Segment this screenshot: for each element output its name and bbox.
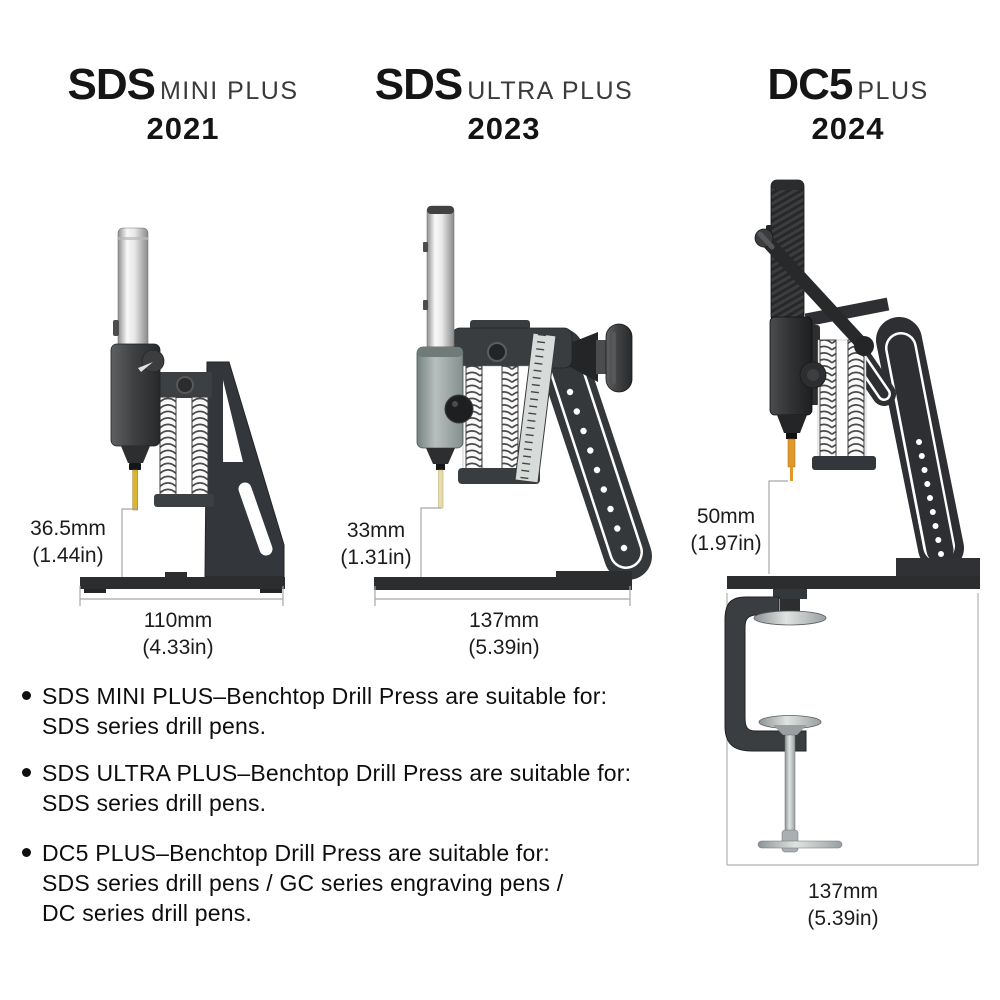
width-mm: 137mm bbox=[807, 880, 879, 903]
drill-bit bbox=[132, 469, 138, 511]
pen-holder bbox=[769, 316, 827, 416]
base-plate bbox=[80, 572, 285, 593]
height-label-dc5: 50mm (1.97in) bbox=[676, 503, 776, 557]
bullet-line: SDS series drill pens. bbox=[42, 713, 267, 739]
height-label-sds-mini: 36.5mm (1.44in) bbox=[18, 515, 118, 569]
height-dimension-line bbox=[121, 508, 137, 577]
depth-scale bbox=[514, 332, 557, 484]
year-sds-mini: 2021 bbox=[146, 111, 220, 146]
bullet-line: SDS MINI PLUS–Benchtop Drill Press are s… bbox=[42, 683, 608, 709]
width-mm: 110mm bbox=[143, 609, 213, 632]
bullet-line: DC series drill pens. bbox=[42, 900, 252, 926]
height-dimension-line bbox=[768, 480, 788, 574]
width-dimension-line bbox=[79, 586, 284, 606]
logo-dc5-main: DC5 bbox=[767, 60, 853, 109]
pen-holder bbox=[110, 343, 165, 447]
sds-ultra-plus-illustration bbox=[374, 205, 652, 606]
width-dimension-line bbox=[374, 586, 631, 606]
width-inch: (5.39in) bbox=[807, 907, 879, 930]
width-mm: 137mm bbox=[468, 609, 540, 632]
width-dimension-line bbox=[726, 593, 979, 866]
year-sds-ultra: 2023 bbox=[467, 111, 541, 146]
drill-pen bbox=[113, 227, 149, 354]
height-mm: 50mm bbox=[696, 505, 756, 528]
base-plate bbox=[727, 558, 980, 589]
stand-arm bbox=[204, 361, 285, 578]
clamp-top-pad bbox=[753, 610, 827, 626]
frame-bar bbox=[804, 297, 890, 327]
drill-bit bbox=[438, 469, 444, 509]
bullet-icon bbox=[22, 848, 31, 857]
logo-sds-ultra-sub: ULTRA PLUS bbox=[467, 77, 634, 105]
height-dimension-line bbox=[420, 507, 441, 577]
width-label-sds-mini: 110mm (4.33in) bbox=[103, 607, 253, 661]
width-label-sds-ultra: 137mm (5.39in) bbox=[429, 607, 579, 661]
mount-bracket bbox=[150, 372, 212, 398]
chuck bbox=[777, 415, 807, 439]
base-plate bbox=[374, 571, 632, 590]
logo-block-sds-ultra-plus: SDS ULTRA PLUS 2023 bbox=[344, 62, 664, 147]
stand-arm bbox=[876, 317, 964, 571]
bullet-icon bbox=[22, 691, 31, 700]
springs bbox=[804, 325, 876, 470]
bullet-sds-ultra: SDS ULTRA PLUS–Benchtop Drill Press are … bbox=[22, 758, 631, 818]
bullet-dc5: DC5 PLUS–Benchtop Drill Press are suitab… bbox=[22, 838, 563, 928]
height-inch: (1.31in) bbox=[340, 546, 412, 569]
springs bbox=[154, 396, 214, 507]
logo-block-sds-mini-plus: SDS MINI PLUS 2021 bbox=[23, 62, 343, 147]
year-dc5: 2024 bbox=[811, 111, 885, 146]
dc5-plus-illustration bbox=[724, 179, 980, 866]
drill-bit bbox=[787, 438, 796, 481]
chuck bbox=[121, 446, 150, 470]
stand-arm bbox=[536, 328, 652, 580]
bullet-line: SDS series drill pens. bbox=[42, 790, 267, 816]
bullet-sds-mini: SDS MINI PLUS–Benchtop Drill Press are s… bbox=[22, 681, 607, 741]
adjustment-knob bbox=[568, 323, 633, 393]
height-mm: 33mm bbox=[346, 519, 406, 542]
width-inch: (4.33in) bbox=[142, 636, 214, 659]
clamp-screw bbox=[784, 734, 796, 836]
height-label-sds-ultra: 33mm (1.31in) bbox=[326, 517, 426, 571]
height-inch: (1.97in) bbox=[690, 532, 762, 555]
lever-handle bbox=[754, 228, 874, 356]
clamp-t-handle bbox=[757, 840, 843, 849]
bullet-icon bbox=[22, 768, 31, 777]
logo-dc5-sub: PLUS bbox=[857, 77, 929, 105]
height-mm: 36.5mm bbox=[30, 517, 106, 540]
arm-holes bbox=[566, 388, 628, 552]
logo-sds-mini-sub: MINI PLUS bbox=[159, 77, 299, 105]
bullet-line: SDS series drill pens / GC series engrav… bbox=[42, 870, 564, 896]
chuck bbox=[426, 448, 455, 470]
pen-holder bbox=[416, 346, 474, 449]
arm-holes bbox=[916, 439, 944, 557]
drill-pen bbox=[423, 205, 455, 352]
logo-sds-mini-main: SDS bbox=[67, 60, 155, 109]
table-clamp bbox=[724, 589, 843, 853]
logo-block-dc5-plus: DC5 PLUS 2024 bbox=[688, 62, 1000, 147]
bullet-line: DC5 PLUS–Benchtop Drill Press are suitab… bbox=[42, 840, 550, 866]
logo-sds-ultra-main: SDS bbox=[374, 60, 463, 109]
sds-mini-plus-illustration bbox=[79, 227, 285, 606]
width-inch: (5.39in) bbox=[468, 636, 540, 659]
bullet-line: SDS ULTRA PLUS–Benchtop Drill Press are … bbox=[42, 760, 632, 786]
height-inch: (1.44in) bbox=[32, 544, 104, 567]
width-label-dc5: 137mm (5.39in) bbox=[768, 878, 918, 932]
